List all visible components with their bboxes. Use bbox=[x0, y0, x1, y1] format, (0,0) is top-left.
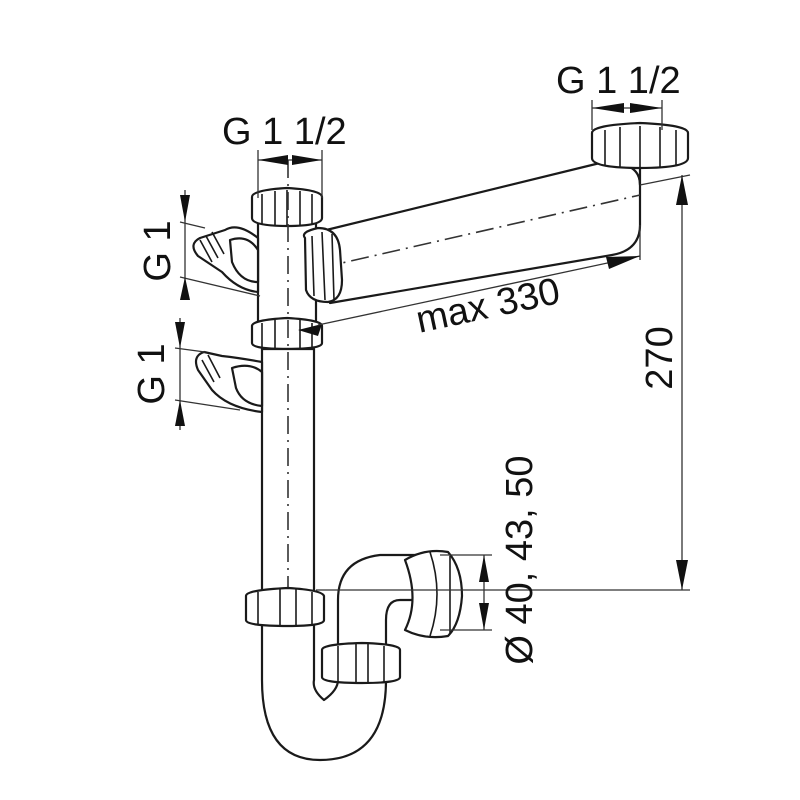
dim-length-330 bbox=[317, 225, 641, 326]
trap-right-nut bbox=[320, 641, 402, 685]
trap-left-nut bbox=[244, 586, 326, 628]
label-height: 270 bbox=[639, 326, 681, 390]
label-lower-side-inlet: G 1 bbox=[131, 343, 173, 405]
outlet-nut bbox=[403, 549, 464, 639]
label-outlet-diameters: Ø 40, 43, 50 bbox=[499, 455, 541, 665]
left-inlet-nut bbox=[250, 186, 324, 228]
label-top-left-thread: G 1 1/2 bbox=[222, 111, 347, 153]
dim-outlet-diameter bbox=[440, 554, 492, 631]
connector-pipe-nut bbox=[302, 226, 344, 304]
horizontal-connector-pipe bbox=[316, 146, 642, 305]
dim-upper-g1 bbox=[179, 190, 261, 300]
lower-side-hose-nozzle bbox=[194, 350, 264, 414]
upper-side-hose-nozzle bbox=[192, 226, 260, 294]
label-upper-side-inlet: G 1 bbox=[137, 220, 179, 282]
right-inlet-nut bbox=[590, 121, 690, 170]
dim-top-left bbox=[257, 150, 323, 198]
dim-height-270 bbox=[316, 174, 691, 591]
tailpiece-upper-nut bbox=[250, 316, 324, 351]
label-top-right-thread: G 1 1/2 bbox=[556, 60, 681, 102]
dim-top-right bbox=[591, 100, 663, 130]
dim-lower-g1 bbox=[174, 318, 241, 430]
